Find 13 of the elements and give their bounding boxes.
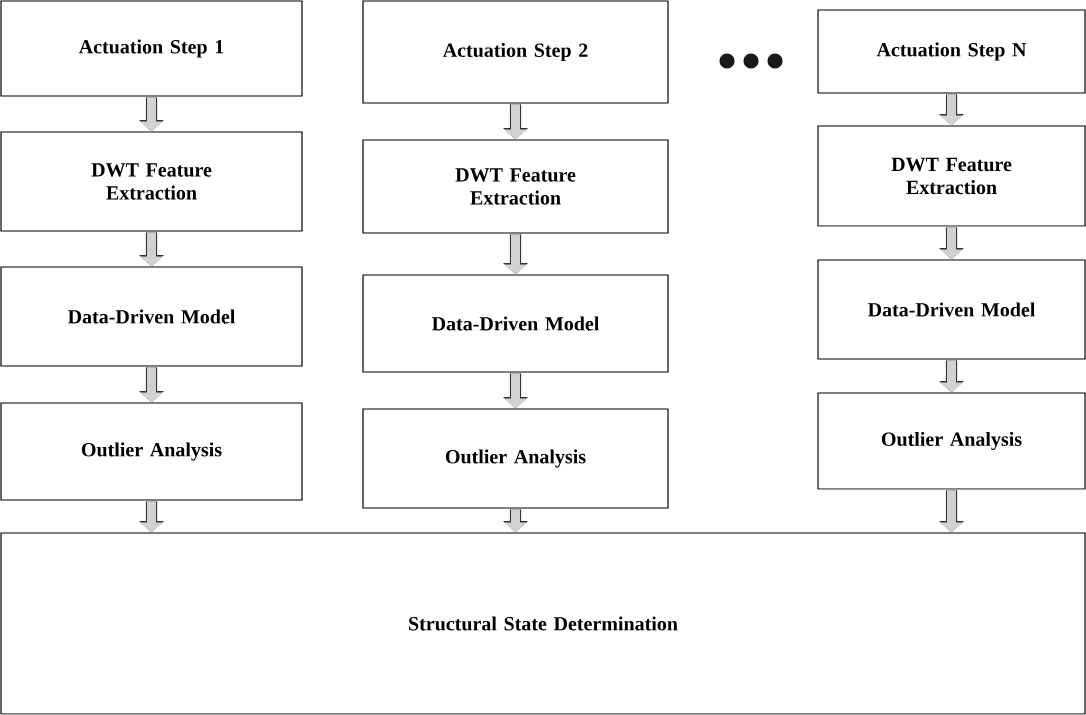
process-box: Data-Driven Model	[817, 259, 1086, 360]
process-box: Actuation Step 2	[362, 0, 669, 104]
process-box: Outlier Analysis	[817, 392, 1086, 490]
process-box: Data-Driven Model	[362, 274, 669, 373]
process-box: DWT Feature Extraction	[817, 125, 1086, 227]
process-box: Outlier Analysis	[0, 402, 303, 501]
process-box: Actuation Step N	[817, 9, 1086, 94]
process-box: DWT Feature Extraction	[362, 139, 669, 234]
process-box: Structural State Determination	[0, 532, 1086, 715]
process-box: Actuation Step 1	[0, 0, 303, 97]
process-box: Data-Driven Model	[0, 266, 303, 367]
process-box: Outlier Analysis	[362, 408, 669, 509]
process-box: DWT Feature Extraction	[0, 131, 303, 232]
